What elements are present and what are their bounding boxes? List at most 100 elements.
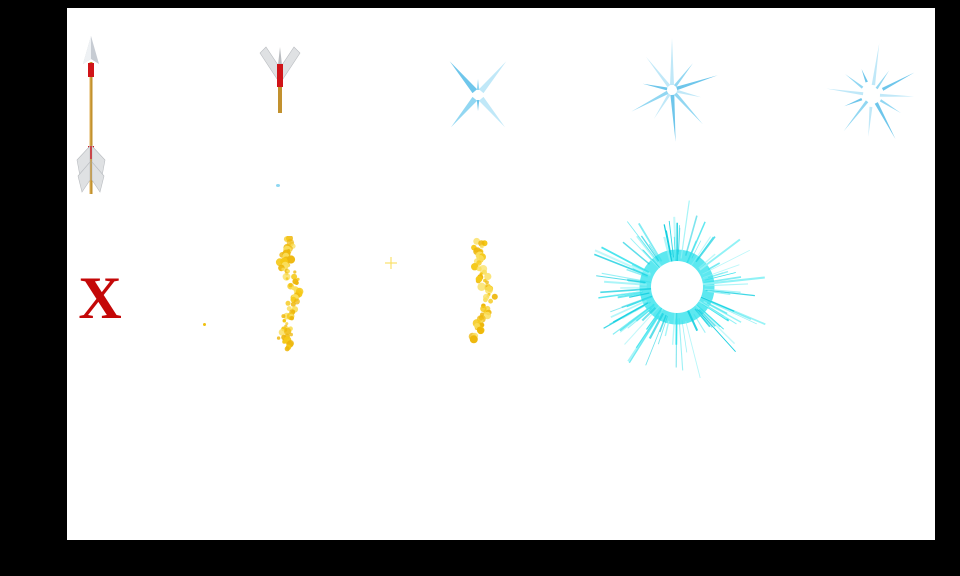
burst-ray [626, 268, 648, 278]
burst-ray [684, 215, 698, 256]
bolt-shaft [278, 87, 282, 113]
burst-ray [671, 311, 676, 345]
burst-ray [707, 290, 731, 296]
flame-particle [479, 322, 485, 328]
burst-ray [648, 244, 659, 259]
flame-particle [281, 314, 286, 319]
sparkle-ray [654, 93, 671, 119]
burst-center-hole [651, 261, 703, 313]
burst-ray [663, 236, 672, 263]
flame-particle [484, 286, 493, 294]
burst-ray [612, 302, 649, 323]
flame-particle [478, 316, 484, 321]
burst-ray [635, 310, 662, 349]
arrow-band-top [88, 63, 94, 77]
sparkle-ray [875, 70, 890, 90]
burst-ray [624, 305, 661, 345]
burst-ray [702, 264, 740, 279]
burst-ray [680, 200, 690, 259]
burst-ray [635, 307, 653, 322]
flame-particle [481, 269, 487, 275]
flame-particle [293, 270, 297, 274]
burst-ray [678, 318, 684, 371]
burst-ray [620, 308, 650, 333]
burst-ray [596, 275, 646, 284]
flame-particle [291, 273, 298, 280]
burst-ray [696, 304, 725, 330]
flame-particle [488, 298, 493, 304]
flame-particle [477, 327, 484, 334]
sparkle-ray [478, 61, 507, 94]
burst-ray [707, 300, 752, 321]
burst-ray [706, 302, 728, 315]
bolt-band [277, 64, 283, 87]
burst-ray [642, 249, 662, 270]
sparkle-ray [673, 63, 693, 87]
burst-ray [612, 303, 655, 335]
sparkle-ray [879, 93, 914, 97]
sparkle-ray [451, 96, 478, 128]
sparkle-ray [449, 61, 478, 94]
burst-ray [630, 237, 661, 270]
fletching-feather [77, 161, 91, 193]
burst-ray [686, 221, 706, 263]
sparkle-ray [843, 100, 869, 132]
flame-particle [285, 277, 289, 280]
burst-ray [604, 280, 647, 286]
flame-particle [290, 301, 296, 307]
sparkle-ray [646, 56, 671, 88]
burst-ray [640, 235, 660, 262]
sparkle-ray [676, 75, 718, 91]
sparkle-ray [868, 106, 873, 137]
flame-particle [483, 311, 492, 320]
flame-particle [480, 244, 484, 249]
burst-ray [678, 227, 681, 253]
sparkle-ray [670, 38, 674, 85]
burst-ray [694, 308, 711, 328]
sparkle-ray [674, 92, 703, 125]
flame-particle [275, 258, 284, 267]
flame-particle [471, 263, 479, 271]
burst-ray [659, 314, 667, 333]
ice-sparkle-medium-sprite [631, 38, 718, 142]
burst-ray [668, 220, 674, 258]
sparkle-ray [861, 69, 868, 83]
sparkle-ray [478, 96, 505, 128]
burst-ray [620, 286, 647, 289]
flame-particle [477, 282, 486, 291]
burst-ray [696, 309, 736, 353]
burst-ray [626, 221, 659, 263]
sparkle-ray [874, 102, 896, 140]
mini-spark-bar [385, 262, 397, 264]
sprite-sheet-canvas: X [67, 8, 935, 540]
burst-ray [648, 312, 665, 340]
sparkle-ray [871, 43, 880, 86]
burst-ray [628, 315, 660, 364]
flame-particle [289, 332, 293, 337]
blue-speck [276, 184, 280, 187]
burst-ray [610, 291, 643, 296]
burst-ray [708, 301, 757, 325]
sparkle-ray [881, 72, 915, 91]
burst-ray [705, 272, 736, 281]
burst-ray [622, 241, 650, 265]
flame-particle [485, 280, 489, 285]
burst-ray [695, 236, 716, 263]
burst-ray [645, 307, 663, 330]
arrow-sprite [76, 36, 106, 194]
flame-particle [282, 318, 287, 323]
sparkle-ray [642, 83, 668, 91]
burst-ray [664, 320, 670, 337]
burst-ray [645, 314, 667, 366]
flame-particle [475, 275, 483, 283]
ice-burst-sprite [594, 200, 766, 379]
burst-ray [704, 288, 741, 293]
flame-particle [276, 336, 281, 340]
flame-trail-sprite-1 [275, 236, 304, 352]
flame-particle [282, 340, 286, 344]
flame-particle [285, 300, 291, 306]
ice-sparkle-small-sprite [449, 61, 507, 128]
sparkle-ray [631, 90, 669, 112]
flame-particle [281, 267, 285, 271]
